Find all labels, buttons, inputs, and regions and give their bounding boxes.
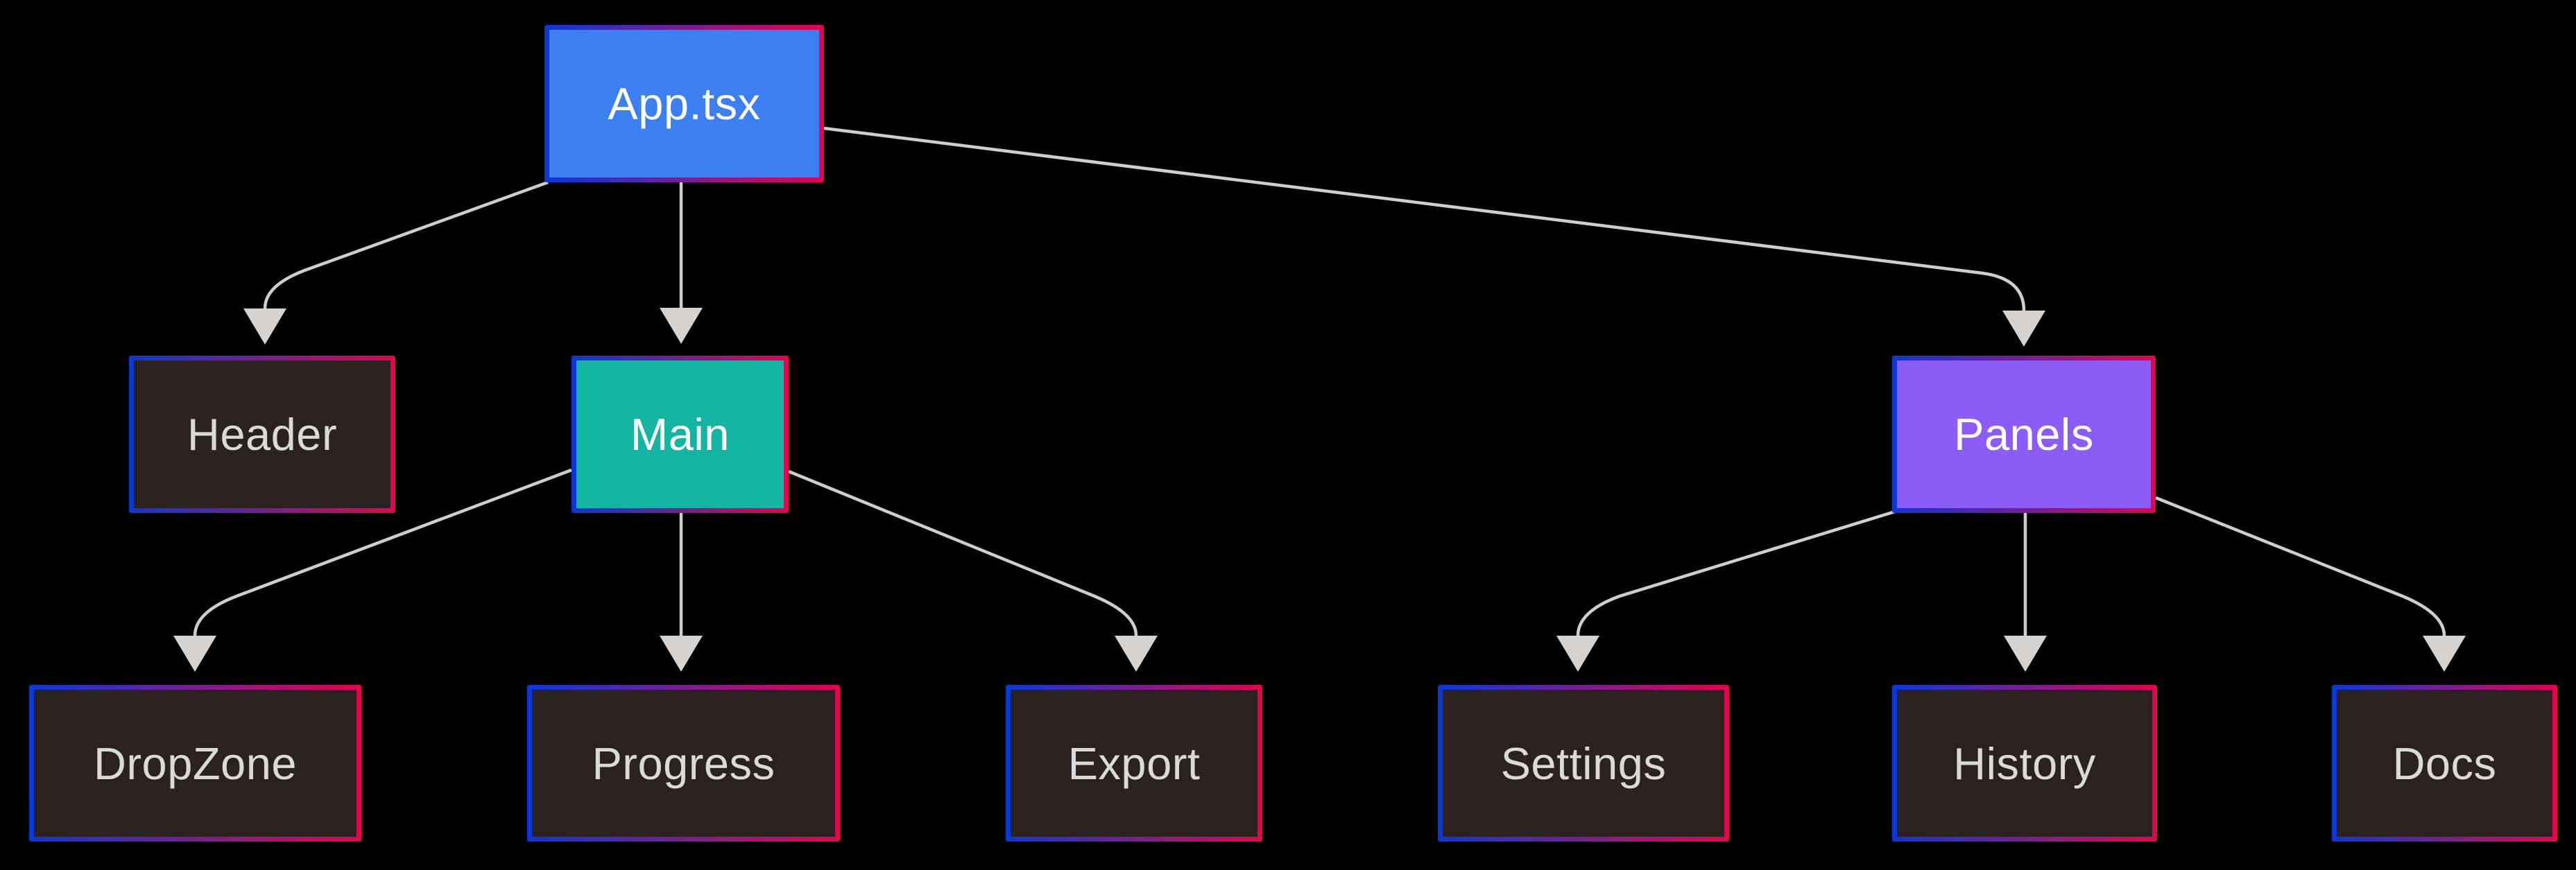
- node-panels: Panels: [1892, 356, 2156, 513]
- node-label: App.tsx: [608, 78, 761, 129]
- node-label: Main: [630, 409, 730, 460]
- node-label: Panels: [1954, 409, 2094, 460]
- arrowhead-panels-docs-icon: [2423, 636, 2466, 672]
- node-label: Header: [187, 409, 338, 460]
- edge-app-panels: [823, 126, 2026, 311]
- node-label: Export: [1067, 738, 1201, 789]
- node-dropzone: DropZone: [29, 685, 361, 842]
- node-history: History: [1892, 685, 2157, 842]
- arrowhead-main-export-icon: [1115, 636, 1158, 672]
- edge-main-dropzone: [193, 468, 572, 636]
- node-label: Docs: [2392, 738, 2497, 789]
- arrowhead-app-main-icon: [660, 308, 703, 344]
- node-settings: Settings: [1438, 685, 1729, 842]
- node-label: History: [1953, 738, 2096, 789]
- arrowhead-app-panels-icon: [2002, 311, 2045, 347]
- node-header: Header: [129, 356, 395, 513]
- node-export: Export: [1006, 685, 1262, 842]
- node-main: Main: [572, 356, 789, 513]
- arrowhead-main-dropzone-icon: [173, 636, 216, 672]
- edge-app-header: [263, 180, 549, 309]
- node-docs: Docs: [2332, 685, 2557, 842]
- arrowhead-main-progress-icon: [660, 636, 703, 672]
- node-label: DropZone: [93, 738, 298, 789]
- arrowhead-panels-history-icon: [2004, 636, 2047, 672]
- node-progress: Progress: [527, 685, 840, 842]
- arrowhead-app-header-icon: [243, 308, 286, 345]
- node-label: Settings: [1500, 738, 1667, 789]
- edge-main-export: [788, 469, 1138, 636]
- node-label: Progress: [592, 738, 775, 789]
- arrowhead-panels-settings-icon: [1556, 636, 1599, 672]
- edge-panels-settings: [1576, 510, 1896, 636]
- node-app: App.tsx: [544, 25, 824, 182]
- edge-panels-docs: [2155, 496, 2446, 636]
